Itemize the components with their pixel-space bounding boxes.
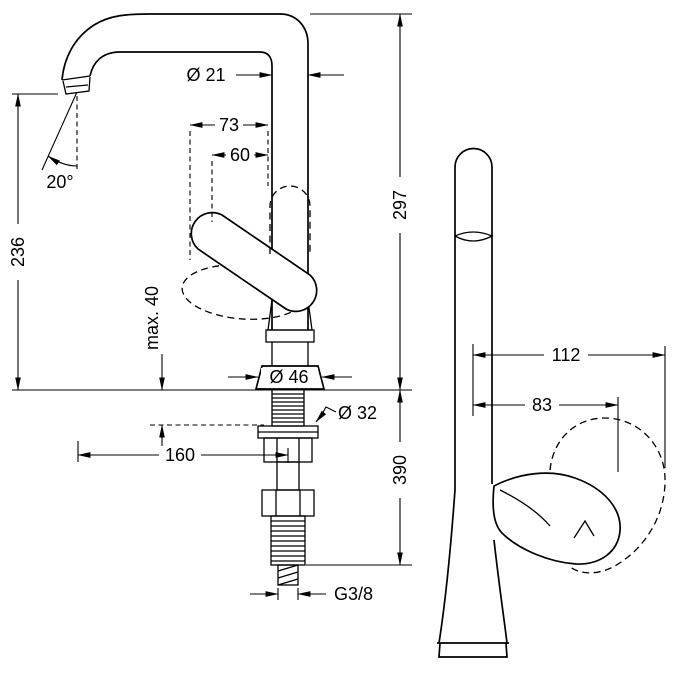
dim-hole-diameter-32: Ø 32 [315, 403, 377, 423]
dim-label-60: 60 [230, 145, 250, 165]
side-handle-position-dashed [549, 417, 666, 574]
spout-outlet-aerator [61, 75, 91, 95]
dim-label-83: 83 [532, 395, 552, 415]
escutcheon [254, 365, 326, 390]
dim-spout-angle: 20° [41, 91, 78, 192]
dim-base-diameter-46: Ø 46 [228, 367, 352, 387]
dim-projection-160: 160 [77, 441, 289, 465]
dim-label-spout-angle: 20° [46, 172, 73, 192]
side-view: 112 83 [437, 147, 666, 658]
spout-joint-line [454, 231, 494, 242]
dim-handle-width-73: 73 [189, 115, 269, 260]
handle-lever [190, 211, 318, 313]
dim-supply-thread: G3/8 [250, 584, 373, 604]
dim-label-390: 390 [390, 455, 410, 485]
dim-spout-diameter: Ø 21 [186, 65, 344, 85]
dim-label-160: 160 [165, 445, 195, 465]
dim-label-thread: G3/8 [334, 584, 373, 604]
dim-handle-width-60: 60 [211, 145, 269, 165]
dim-label-spout-diameter: Ø 21 [186, 65, 225, 85]
dim-label-46: Ø 46 [269, 367, 308, 387]
dim-label-32: Ø 32 [338, 403, 377, 423]
mounting-hardware [257, 390, 319, 586]
dim-below-deck-390: 390 [306, 389, 412, 566]
side-column-outline [437, 147, 509, 658]
front-view: Ø 21 73 60 20° 236 [8, 13, 412, 604]
dim-label-73: 73 [219, 115, 239, 135]
side-handle [492, 472, 621, 565]
handle-position-up-dashed [269, 185, 311, 254]
dim-depth-112: 112 [472, 344, 666, 468]
dim-label-max-40: max. 40 [142, 286, 162, 350]
dim-outlet-height-236: 236 [8, 93, 58, 391]
dim-label-297: 297 [390, 190, 410, 220]
dim-total-height-297: 297 [310, 13, 412, 391]
dim-max-mounting-thickness: max. 40 [142, 286, 264, 448]
dim-label-112: 112 [552, 345, 581, 365]
dim-label-236: 236 [8, 237, 28, 267]
dim-depth-83: 83 [472, 395, 619, 472]
